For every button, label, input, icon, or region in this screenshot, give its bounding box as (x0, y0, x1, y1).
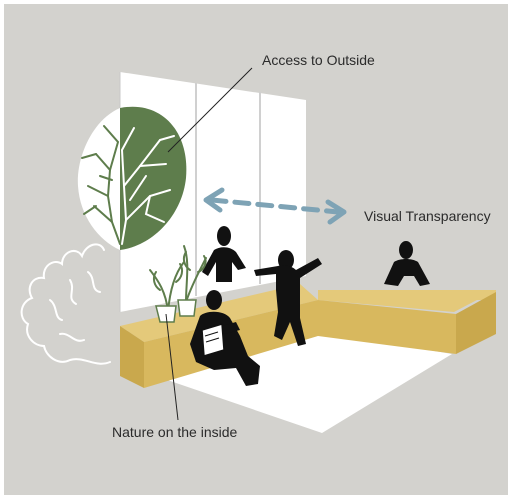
person-icon (202, 226, 246, 282)
person-icon (384, 241, 430, 286)
bush-outline-icon (20, 243, 111, 365)
person-icon (254, 250, 322, 346)
label-visual-transparency: Visual Transparency (364, 208, 491, 224)
bidirectional-arrow-icon (203, 187, 347, 225)
potted-plant-icon (149, 245, 207, 323)
person-icon (190, 290, 260, 386)
label-nature-on-the-inside: Nature on the inside (112, 424, 238, 440)
leader-line-nature (165, 313, 179, 421)
leader-line-access (167, 67, 253, 153)
label-access-to-outside: Access to Outside (262, 52, 375, 68)
tree-icon (77, 106, 187, 250)
